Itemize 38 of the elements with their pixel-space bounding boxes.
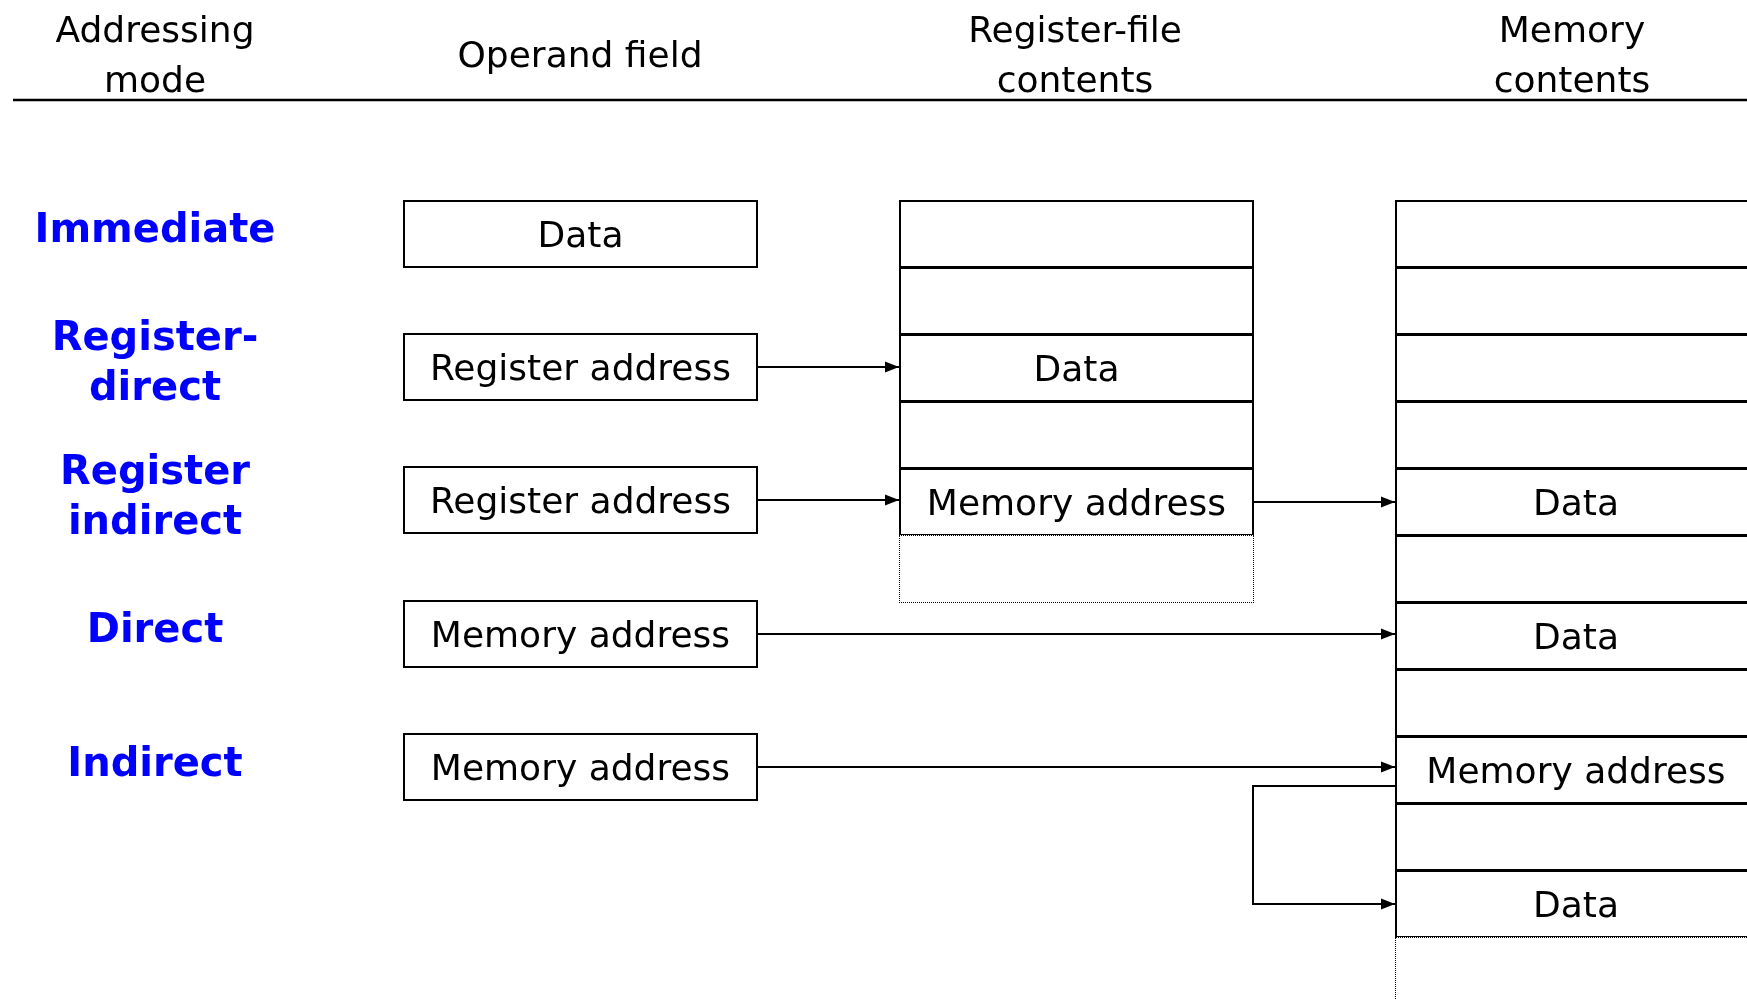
addressing-mode-label: Register indirect xyxy=(58,446,252,545)
empty-cell xyxy=(1395,401,1747,469)
addressing-mode-label: Indirect xyxy=(66,738,244,787)
arrow xyxy=(1252,785,1396,910)
arrow xyxy=(757,494,900,506)
operand-box: Memory address xyxy=(403,600,758,668)
memory-cell: Memory address xyxy=(1395,736,1747,804)
empty-cell xyxy=(899,200,1254,268)
empty-cell xyxy=(899,401,1254,469)
empty-cell xyxy=(1395,200,1747,268)
empty-cell xyxy=(1395,535,1747,603)
operand-box: Register address xyxy=(403,466,758,534)
empty-cell xyxy=(899,267,1254,335)
memory-cell: Data xyxy=(1395,468,1747,536)
arrow xyxy=(757,361,900,373)
column-header: Operand field xyxy=(456,33,704,77)
column-header: Addressing mode xyxy=(54,8,256,102)
arrow xyxy=(757,761,1396,773)
empty-cell xyxy=(899,535,1254,603)
operand-box: Data xyxy=(403,200,758,268)
memory-cell: Data xyxy=(899,334,1254,402)
addressing-mode-label: Immediate xyxy=(33,204,277,253)
empty-cell xyxy=(1395,669,1747,737)
memory-cell: Data xyxy=(1395,602,1747,670)
operand-box: Register address xyxy=(403,333,758,401)
column-header: Register-file contents xyxy=(967,8,1183,102)
empty-cell xyxy=(1395,334,1747,402)
empty-cell xyxy=(1395,267,1747,335)
column-header: Memory contents xyxy=(1492,8,1652,102)
arrow xyxy=(757,628,1396,640)
empty-cell xyxy=(1395,937,1747,999)
empty-cell xyxy=(1395,803,1747,871)
memory-cell: Memory address xyxy=(899,468,1254,536)
addressing-mode-label: Register-direct xyxy=(50,312,260,411)
memory-cell: Data xyxy=(1395,870,1747,938)
addressing-mode-label: Direct xyxy=(85,604,225,653)
arrow xyxy=(1253,496,1396,508)
operand-box: Memory address xyxy=(403,733,758,801)
